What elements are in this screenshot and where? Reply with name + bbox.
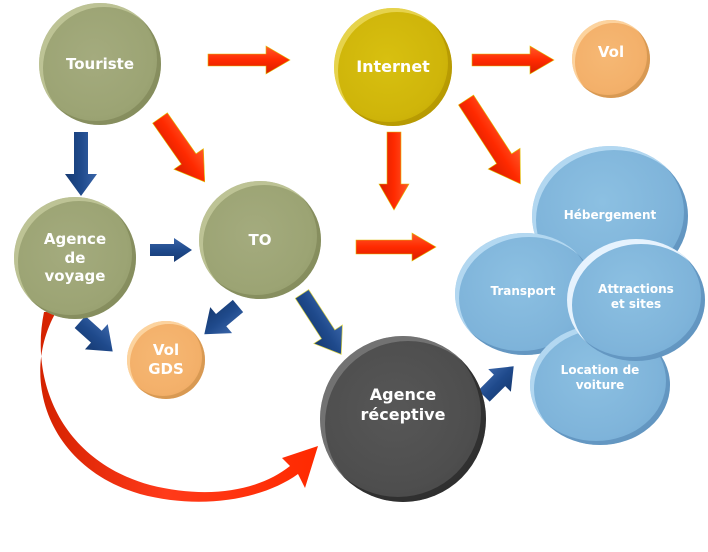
node-agence-de-voyage: Agence de voyage bbox=[14, 197, 136, 319]
arrow-touriste-to-to bbox=[152, 112, 206, 183]
arrow-to-to-services bbox=[355, 232, 437, 262]
node-internet-label: Internet bbox=[356, 57, 430, 76]
node-vol-gds-line-1: Vol bbox=[152, 341, 180, 360]
node-agence-receptive-line-2: réceptive bbox=[360, 405, 446, 424]
node-vol-gds: Vol GDS bbox=[127, 321, 205, 399]
arrow-touriste-to-agence-voyage bbox=[65, 132, 97, 196]
arrow-agence-voyage-to-to bbox=[150, 238, 192, 262]
node-transport-label: Transport bbox=[490, 283, 556, 298]
node-touriste-label: Touriste bbox=[65, 54, 135, 73]
node-to-label: TO bbox=[248, 230, 272, 249]
arrow-touriste-to-internet bbox=[207, 45, 291, 75]
node-agence-de-voyage-line-1: Agence bbox=[43, 229, 107, 248]
node-vol: Vol bbox=[572, 20, 650, 98]
node-hebergement-label: Hébergement bbox=[563, 207, 657, 222]
node-agence-de-voyage-line-3: voyage bbox=[44, 267, 106, 286]
node-attractions-sites: Attractions et sites bbox=[567, 239, 705, 361]
node-agence-receptive: Agence réceptive bbox=[320, 336, 486, 502]
arrow-internet-to-services bbox=[458, 94, 521, 185]
node-to: TO bbox=[199, 181, 321, 299]
arrow-internet-down bbox=[378, 131, 410, 211]
node-attractions-sites-line-1: Attractions bbox=[598, 282, 674, 296]
node-attractions-sites-line-2: et sites bbox=[610, 297, 662, 311]
node-vol-label: Vol bbox=[597, 42, 625, 61]
node-location-voiture-line-2: voiture bbox=[575, 378, 625, 392]
node-location-voiture-line-1: Location de bbox=[560, 363, 640, 377]
arrow-to-to-agence-receptive bbox=[294, 289, 343, 355]
arrow-internet-to-vol bbox=[471, 45, 555, 75]
node-agence-receptive-line-1: Agence bbox=[369, 385, 437, 404]
arrow-to-to-vol-gds bbox=[204, 299, 244, 335]
node-internet: Internet bbox=[334, 8, 452, 126]
node-agence-de-voyage-line-2: de bbox=[64, 248, 86, 267]
node-touriste: Touriste bbox=[39, 3, 161, 125]
node-vol-gds-line-2: GDS bbox=[148, 360, 184, 378]
